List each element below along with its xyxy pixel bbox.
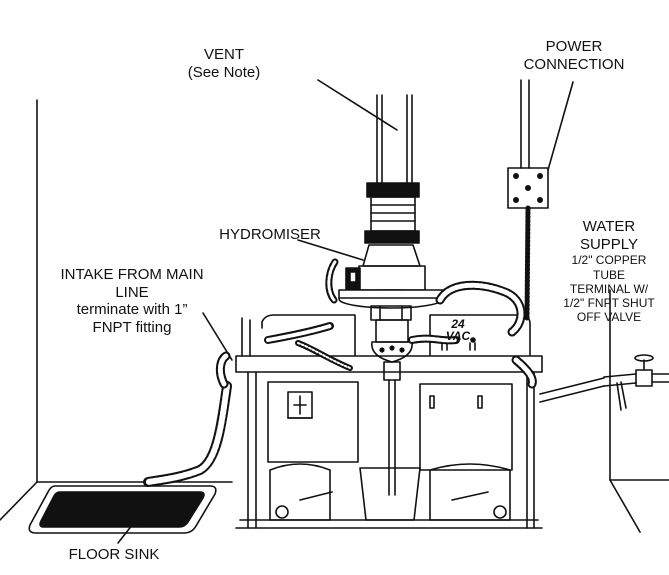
water-label-line1: WATER bbox=[582, 218, 636, 235]
intake-label: INTAKE FROM MAIN LINE terminate with 1” … bbox=[48, 266, 216, 337]
power-label-line1: POWER bbox=[545, 38, 603, 55]
vent-label-line1: VENT bbox=[203, 46, 244, 63]
vac-label: 24 VAC bbox=[438, 318, 478, 342]
base-frame bbox=[235, 314, 543, 529]
water-label-line7: OFF VALVE bbox=[576, 310, 642, 324]
floor-sink-label: FLOOR SINK bbox=[62, 546, 166, 564]
vac-label-line1: 24 bbox=[451, 317, 465, 331]
water-label-line5: TERMINAL W/ bbox=[569, 281, 649, 296]
hoses bbox=[143, 258, 537, 487]
water-label-line4: TUBE bbox=[592, 267, 625, 282]
vent-label-line2: (See Note) bbox=[187, 63, 261, 81]
hydromiser-label: HYDROMISER bbox=[208, 226, 332, 244]
vent-pipe bbox=[364, 94, 420, 244]
hydromiser-label-text: HYDROMISER bbox=[219, 226, 321, 243]
floor-sink bbox=[28, 485, 217, 534]
water-supply-line bbox=[539, 354, 669, 411]
intake-label-line3: terminate with 1” bbox=[76, 301, 188, 319]
leader-lines bbox=[117, 79, 574, 544]
water-label-line3: 1/2" COPPER bbox=[571, 253, 647, 268]
vac-label-line2: VAC bbox=[445, 329, 471, 343]
power-conduit bbox=[507, 79, 549, 321]
floor-sink-label-text: FLOOR SINK bbox=[68, 546, 160, 563]
intake-label-line2: LINE bbox=[115, 283, 149, 301]
power-label-line2: CONNECTION bbox=[523, 55, 625, 73]
power-connection-label: POWER CONNECTION bbox=[518, 38, 630, 73]
intake-label-line1: INTAKE FROM MAIN bbox=[60, 266, 204, 283]
water-label-line6: 1/2" FNPT SHUT bbox=[563, 295, 655, 310]
intake-label-line4: FNPT fitting bbox=[92, 319, 172, 337]
water-label-line2: SUPPLY bbox=[579, 235, 639, 253]
water-supply-label: WATER SUPPLY 1/2" COPPER TUBE TERMINAL W… bbox=[556, 218, 662, 324]
vent-label: VENT (See Note) bbox=[172, 46, 276, 81]
hydromiser-body bbox=[338, 244, 444, 381]
room-walls bbox=[0, 99, 669, 533]
